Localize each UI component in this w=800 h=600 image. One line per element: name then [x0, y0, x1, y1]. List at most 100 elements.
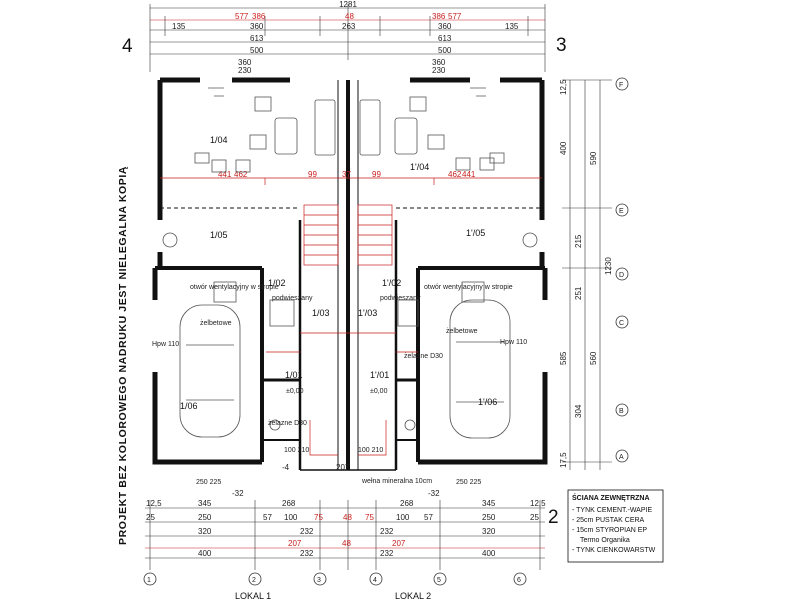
- room-label-1-01: 1/01: [285, 370, 303, 380]
- legend-line-4: Termo Organika: [580, 537, 630, 544]
- red-dim-99-right: 99: [372, 170, 381, 179]
- label-garage-right: 250 225: [456, 479, 481, 486]
- legend-title: ŚCIANA ZEWNĘTRZNA: [572, 493, 650, 502]
- axis-D: D: [619, 272, 624, 279]
- axis-F: F: [619, 82, 623, 89]
- bottom-dim-2-9: 57: [424, 513, 433, 522]
- bottom-dim-2-8: 100: [396, 513, 410, 522]
- bottom-dim-3-3: 232: [380, 527, 394, 536]
- bottom-dim-2-10: 250: [482, 513, 496, 522]
- dim-a-4: 360: [438, 22, 452, 31]
- room-label-1p-01: 1'/01: [370, 370, 389, 380]
- dim-extra-1: -32: [232, 489, 244, 498]
- legend-line-3: - 15cm STYROPIAN EP: [572, 527, 647, 534]
- bottom-red-2: 48: [342, 539, 351, 548]
- label-otwor-left: otwór wentylacyjny w stropie: [190, 284, 279, 291]
- label-door-right: 100 210: [358, 447, 383, 454]
- window-dim-3: 360: [432, 58, 446, 67]
- dim-extra-4: -32: [428, 489, 440, 498]
- bottom-red-1: 207: [288, 539, 302, 548]
- bottom-axis-markers: [143, 572, 527, 586]
- corner-number-2: 2: [548, 507, 559, 528]
- legend-line-1: - TYNK CEMENT.-WAPIE: [572, 507, 652, 514]
- bottom-dim-1-5: 345: [482, 499, 496, 508]
- bottom-dim-4-2: 232: [300, 549, 314, 558]
- axis-2: 2: [252, 577, 256, 584]
- label-garage-left: 250 225: [196, 479, 221, 486]
- dim-total: 1281: [339, 0, 357, 9]
- room-label-1p-04: 1'/04: [410, 162, 429, 172]
- bottom-dim-2-2: 250: [198, 513, 212, 522]
- right-dim-560: 560: [589, 351, 598, 365]
- red-dim-462-right: 462: [448, 170, 462, 179]
- right-dim-304: 304: [574, 404, 583, 418]
- axis-3: 3: [317, 577, 321, 584]
- right-dim-215: 215: [574, 234, 583, 248]
- top-dimensions: [149, 4, 546, 72]
- dim-a-2: 360: [250, 22, 264, 31]
- furniture: [162, 87, 538, 439]
- right-dim-585: 585: [559, 351, 568, 365]
- dim-b-2: 613: [438, 34, 452, 43]
- bottom-dim-2-4: 100: [284, 513, 298, 522]
- room-label-1-06: 1/06: [180, 401, 198, 411]
- room-label-1-02: 1/02: [268, 278, 286, 288]
- right-dim-1230: 1230: [604, 257, 613, 275]
- label-zelbet-right: żelbetowe: [446, 328, 478, 335]
- right-dim-17-5: 17,5: [559, 452, 568, 468]
- bottom-dim-3-1: 320: [198, 527, 212, 536]
- bottom-dim-4-1: 400: [198, 549, 212, 558]
- bottom-dim-2-6: 48: [343, 513, 352, 522]
- dim-red-4: 386: [432, 12, 446, 21]
- legend-line-5: - TYNK CIENKOWARSTW: [572, 547, 656, 554]
- legend-line-2: - 25cm PUSTAK CERA: [572, 517, 645, 524]
- dim-red-2: 386: [252, 12, 266, 21]
- red-dim-99-left: 99: [308, 170, 317, 179]
- axis-6: 6: [517, 577, 521, 584]
- room-label-1-05: 1/05: [210, 230, 228, 240]
- window-dim-4: 230: [432, 66, 446, 75]
- dim-red-1: 577: [235, 12, 249, 21]
- room-label-1p-02: 1'/02: [382, 278, 401, 288]
- room-label-1-03: 1/03: [312, 308, 330, 318]
- right-dim-590: 590: [589, 151, 598, 165]
- label-podwieszany-right: podwieszany: [380, 295, 421, 302]
- label-otwor-right: otwór wentylacyjny w stropie: [424, 284, 513, 291]
- dim-extra-2: 207: [336, 463, 350, 472]
- dim-b-1: 613: [250, 34, 264, 43]
- dim-red-3: 48: [345, 12, 354, 21]
- bottom-dim-4-3: 232: [380, 549, 394, 558]
- room-label-1p-03: 1'/03: [358, 308, 377, 318]
- bottom-dim-1-4: 268: [400, 499, 414, 508]
- right-dim-12-5: 12,5: [559, 79, 568, 95]
- window-dim-1: 360: [238, 58, 252, 67]
- wall-legend: ŚCIANA ZEWNĘTRZNA - TYNK CEMENT.-WAPIE -…: [567, 489, 664, 563]
- red-dim-37: 37: [342, 170, 351, 179]
- bottom-dim-2-5: 75: [314, 513, 323, 522]
- dim-red-5: 577: [448, 12, 462, 21]
- right-axis-markers: [615, 77, 629, 463]
- axis-5: 5: [437, 577, 441, 584]
- label-podwieszany-left: podwieszany: [272, 295, 313, 302]
- bottom-dim-2-7: 75: [365, 513, 374, 522]
- label-level-right: ±0,00: [370, 388, 388, 395]
- label-door-left: 100 210: [284, 447, 309, 454]
- bottom-dim-3-4: 320: [482, 527, 496, 536]
- dim-a-3: 263: [342, 22, 356, 31]
- axis-4: 4: [373, 577, 377, 584]
- axis-1: 1: [147, 577, 151, 584]
- label-level-left: ±0,00: [286, 388, 304, 395]
- label-hpw-left: Hpw 110: [152, 341, 179, 348]
- dim-extra-3: -4: [282, 463, 290, 472]
- label-zelazne-left: żelazne D30: [268, 420, 307, 427]
- label-hpw-right: Hpw 110: [500, 339, 527, 346]
- dim-a-1: 135: [172, 22, 186, 31]
- room-label-1p-06: 1'/06: [478, 397, 497, 407]
- dim-a-5: 135: [505, 22, 519, 31]
- staircases: [160, 177, 542, 456]
- room-label-1-04: 1/04: [210, 135, 228, 145]
- bottom-dim-1-2: 345: [198, 499, 212, 508]
- bottom-red-3: 207: [392, 539, 406, 548]
- bottom-dim-4-4: 400: [482, 549, 496, 558]
